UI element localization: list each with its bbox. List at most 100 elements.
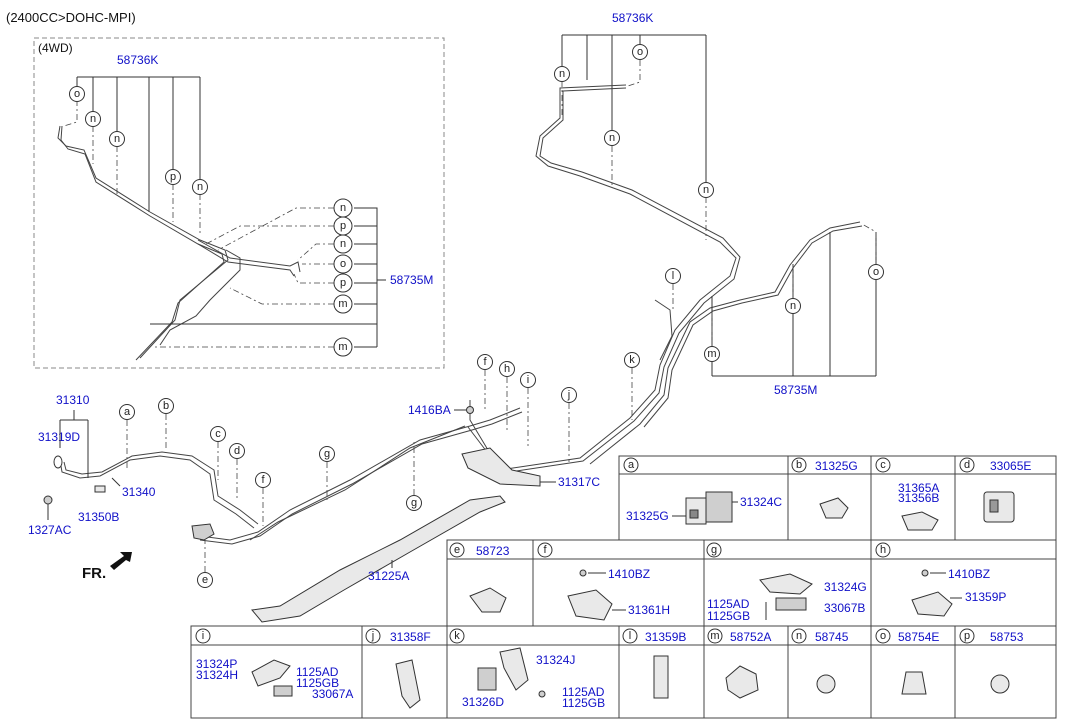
callout-n-r1: n [333,198,353,218]
svg-text:c: c [880,459,886,471]
svg-text:p: p [964,630,970,642]
callout-d: d [229,443,245,459]
label-31326D: 31326D [462,695,504,709]
svg-text:o: o [637,46,643,58]
leader-31310 [59,410,89,478]
label-33067B: 33067B [824,601,865,615]
svg-text:h: h [504,363,510,375]
table-cell-b: b 31325G [791,457,858,519]
table-cell-m: m 58752A [707,628,771,699]
svg-text:a: a [124,406,131,418]
label-1125AD-i: 1125AD [296,665,339,679]
table-cell-d: d 33065E [959,457,1031,523]
svg-text:n: n [114,133,120,145]
engine-label: (2400CC>DOHC-MPI) [6,10,136,25]
svg-text:n: n [703,184,709,196]
4wd-detail-box [33,37,445,369]
svg-text:n: n [340,238,346,250]
table-cell-c: c 31365A 31356B [875,457,939,531]
callout-m-r2: m [333,337,353,357]
callout-j: j [561,387,577,403]
svg-text:d: d [234,445,240,457]
part-58735M-right: 58735M [774,383,817,397]
part-1327AC: 1327AC [28,523,72,537]
svg-text:l: l [672,270,674,282]
svg-text:k: k [454,630,460,642]
label-31359P: 31359P [965,590,1006,604]
callout-o-top: o [632,44,648,60]
table-cell-o: o 58754E [875,628,939,695]
table-cell-k: k 31324J 31326D 1125AD 1125GB [449,628,605,710]
svg-text:o: o [340,258,346,270]
leader-31340 [111,477,121,487]
connector-e-shape [191,523,215,541]
cell-n-title: 58745 [815,630,849,644]
part-1416BA: 1416BA [408,403,451,417]
svg-text:b: b [796,459,802,471]
cell-o-title: 58754E [898,630,939,644]
svg-text:o: o [74,88,80,100]
label-31324H: 31324H [196,668,238,682]
cell-l-title: 31359B [645,630,686,644]
svg-text:g: g [324,448,330,460]
front-arrow-icon [110,552,132,570]
callout-i: i [520,372,536,388]
callout-f-main: f [255,472,271,488]
svg-text:n: n [790,300,796,312]
table-cell-f: f 1410BZ 31361H [537,542,670,621]
bolt-1327AC-shape [43,495,53,505]
callout-n-4wd-3: n [192,179,208,195]
parts-table [190,455,1057,719]
svg-text:p: p [170,171,176,183]
label-31365A: 31365A [898,481,939,495]
callout-n-top-2: n [604,130,620,146]
svg-text:m: m [338,298,347,310]
part-58736K-4wd: 58736K [117,53,158,67]
label-1410BZ-h: 1410BZ [948,567,990,581]
svg-text:i: i [527,374,529,386]
label-31324J: 31324J [536,653,575,667]
part-31310: 31310 [56,393,90,407]
bracket-31317C-shape [461,447,541,487]
table-cell-g: g 31324G 33067B 1125AD 1125GB [706,542,867,623]
callout-p-r2: p [333,273,353,293]
part-31350B: 31350B [78,510,119,524]
4wd-pipe-group [57,125,301,361]
svg-text:a: a [628,459,635,471]
callout-b: b [158,398,174,414]
callout-n-4wd-1: n [85,111,101,127]
svg-text:p: p [340,220,346,232]
leader-58736K-4wd [76,76,201,212]
svg-text:f: f [483,356,487,368]
callout-k: k [624,352,640,368]
clamp-31350B-shape [94,485,106,493]
4wd-leaders [63,100,334,348]
callout-g-1: g [319,446,335,462]
callout-p-r1: p [333,216,353,236]
callout-n-top-3: n [698,182,714,198]
callout-o-4wd: o [69,86,85,102]
callout-e: e [197,572,213,588]
svg-text:b: b [163,400,169,412]
label-31325G-a: 31325G [626,509,669,523]
part-58736K-top: 58736K [612,11,653,25]
callout-n-4wd-2: n [109,131,125,147]
table-cell-p: p 58753 [959,628,1024,694]
label-1125AD-k: 1125AD [562,685,605,699]
svg-text:n: n [609,132,615,144]
table-cell-j: j 31358F [365,628,431,709]
table-cell-h: h 1410BZ 31359P [875,542,1006,617]
cell-d-title: 33065E [990,459,1031,473]
cell-j-title: 31358F [390,630,431,644]
callout-f-2: f [477,354,493,370]
callout-a: a [119,404,135,420]
4wd-label: (4WD) [38,41,73,55]
table-cell-e: e 58723 [449,542,510,613]
main-pipe-group [59,84,863,545]
table-cell-i: i 31324P 31324H 1125AD 1125GB 33067A [195,628,353,701]
cell-p-title: 58753 [990,630,1024,644]
top-leaders [561,60,877,346]
callout-n-top-1: n [554,66,570,82]
svg-text:n: n [90,113,96,125]
